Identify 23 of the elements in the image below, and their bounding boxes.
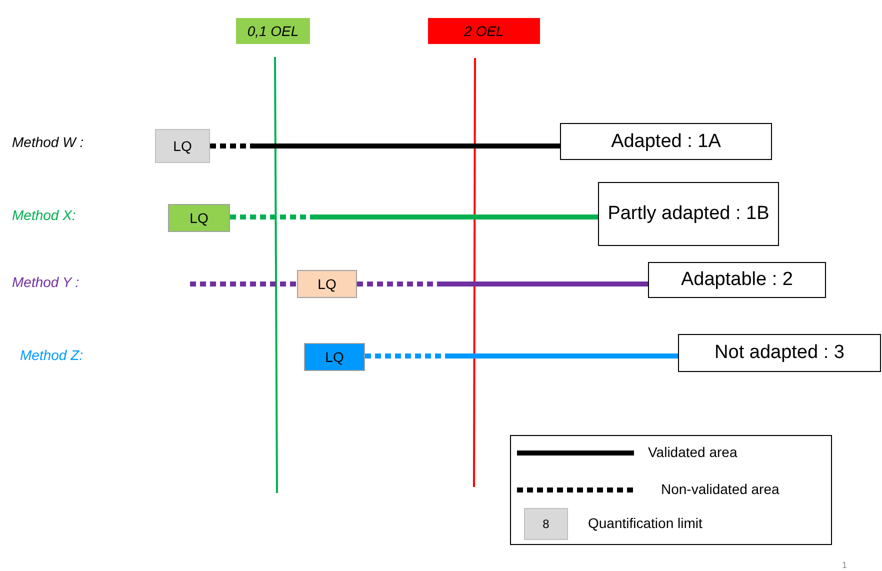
quantification-limit-box: LQ — [168, 204, 230, 232]
quantification-limit-box: LQ — [155, 129, 210, 163]
range-line — [210, 144, 560, 148]
quantification-limit-box: LQ — [304, 343, 365, 371]
method-label: Method Y : — [12, 274, 80, 290]
method-label: Method W : — [12, 134, 84, 150]
result-box: Not adapted : 3 — [678, 334, 881, 372]
page-number: 1 — [842, 560, 848, 570]
method-label: Method X: — [12, 207, 76, 223]
range-line — [357, 282, 648, 286]
quantification-limit-box: LQ — [297, 270, 357, 298]
result-box: Adaptable : 2 — [648, 262, 826, 298]
range-line — [230, 214, 598, 220]
threshold-label: 2 OEL — [428, 18, 540, 44]
result-box: Adapted : 1A — [560, 123, 772, 160]
legend-swatch: 8 — [524, 508, 568, 540]
legend-text: Quantification limit — [588, 515, 702, 531]
legend-text: Validated area — [648, 444, 738, 460]
result-box: Partly adapted : 1B — [598, 182, 779, 246]
legend-text: Non-validated area — [661, 481, 780, 497]
range-line — [365, 354, 678, 358]
method-label: Method Z: — [20, 347, 84, 363]
threshold-label: 0,1 OEL — [236, 18, 310, 44]
